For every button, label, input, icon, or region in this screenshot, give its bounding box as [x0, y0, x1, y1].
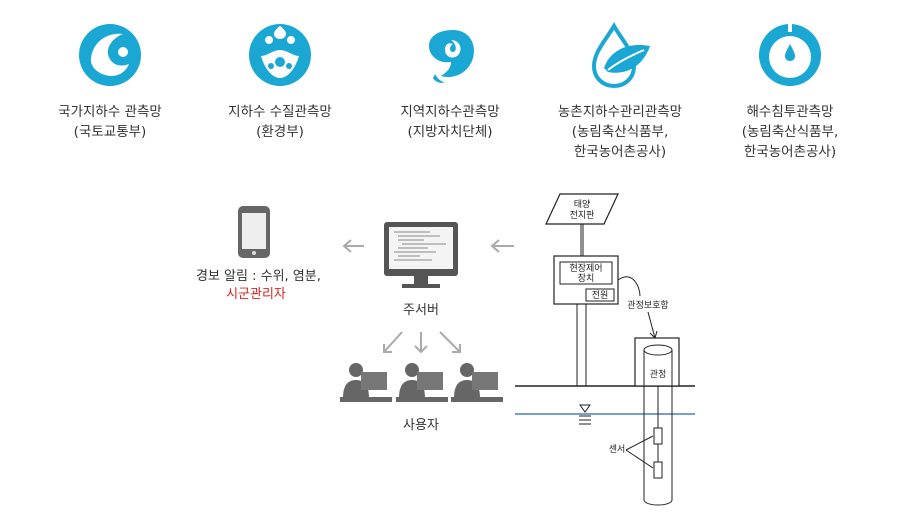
- solar-panel-label: 태양: [574, 199, 591, 210]
- user-workstation-icon: [340, 363, 392, 402]
- circle-drop-icon: [759, 24, 821, 86]
- solar-panel-label: 전지판: [570, 210, 595, 221]
- category-label: 지하수 수질관측망: [228, 104, 332, 120]
- user-workstation-icon: [396, 363, 448, 402]
- category-agency: (지방자치단체): [407, 124, 493, 140]
- well-label: 관정: [650, 369, 667, 380]
- water-spring-icon: [249, 24, 311, 86]
- category-label: 지역지하수관측망: [400, 104, 500, 120]
- leaf-drop-icon: [591, 22, 650, 88]
- controller-label: 현장제어: [569, 263, 602, 274]
- category-rural: 농촌지하수관리관측망 (농림축산식품부, 한국농어촌공사): [535, 22, 705, 162]
- category-agency: (농림축산식품부,: [571, 124, 669, 140]
- smartphone-icon: [238, 206, 270, 258]
- category-national: 국가지하수 관측망 (국토교통부): [25, 22, 195, 142]
- category-label: 국가지하수 관측망: [58, 104, 162, 120]
- category-agency: (환경부): [256, 124, 304, 140]
- category-label: 농촌지하수관리관측망: [557, 104, 683, 120]
- monitoring-station-diagram: [515, 193, 695, 506]
- users-label: 사용자: [403, 418, 439, 433]
- drop-wave-icon: [79, 24, 141, 86]
- category-agency-extra: 한국농어촌공사): [743, 144, 837, 160]
- flow-arrow-down-icon: [383, 331, 461, 354]
- alert-label: 경보 알림 : 수위, 염분, 시군관리자: [196, 268, 321, 304]
- power-label: 전원: [592, 290, 609, 301]
- sensor-label: 센서: [609, 444, 626, 455]
- category-agency: (농림축산식품부,: [741, 124, 839, 140]
- category-seawater: 해수침투관측망 (농림축산식품부, 한국농어촌공사): [705, 22, 875, 162]
- flow-arrow-left-icon: [490, 239, 514, 253]
- water-level-icon: [579, 404, 591, 425]
- swirl-icon: [429, 30, 475, 83]
- alert-recipient: 시군관리자: [226, 287, 286, 302]
- main-server-monitor-icon: [384, 222, 458, 288]
- category-label: 해수침투관측망: [746, 104, 834, 120]
- controller-label: 장치: [578, 272, 595, 284]
- alert-text: 경보 알림 : 수위, 염분,: [196, 269, 321, 284]
- flow-arrow-left-icon: [342, 239, 364, 253]
- category-regional: 지역지하수관측망 (지방자치단체): [365, 22, 535, 142]
- category-quality: 지하수 수질관측망 (환경부): [195, 22, 365, 142]
- well-protector-label: 관정보호함: [627, 300, 668, 311]
- server-label: 주서버: [403, 303, 439, 318]
- category-agency-extra: 한국농어촌공사): [573, 144, 667, 160]
- category-agency: (국토교통부): [73, 124, 147, 140]
- user-workstation-icon: [451, 363, 503, 402]
